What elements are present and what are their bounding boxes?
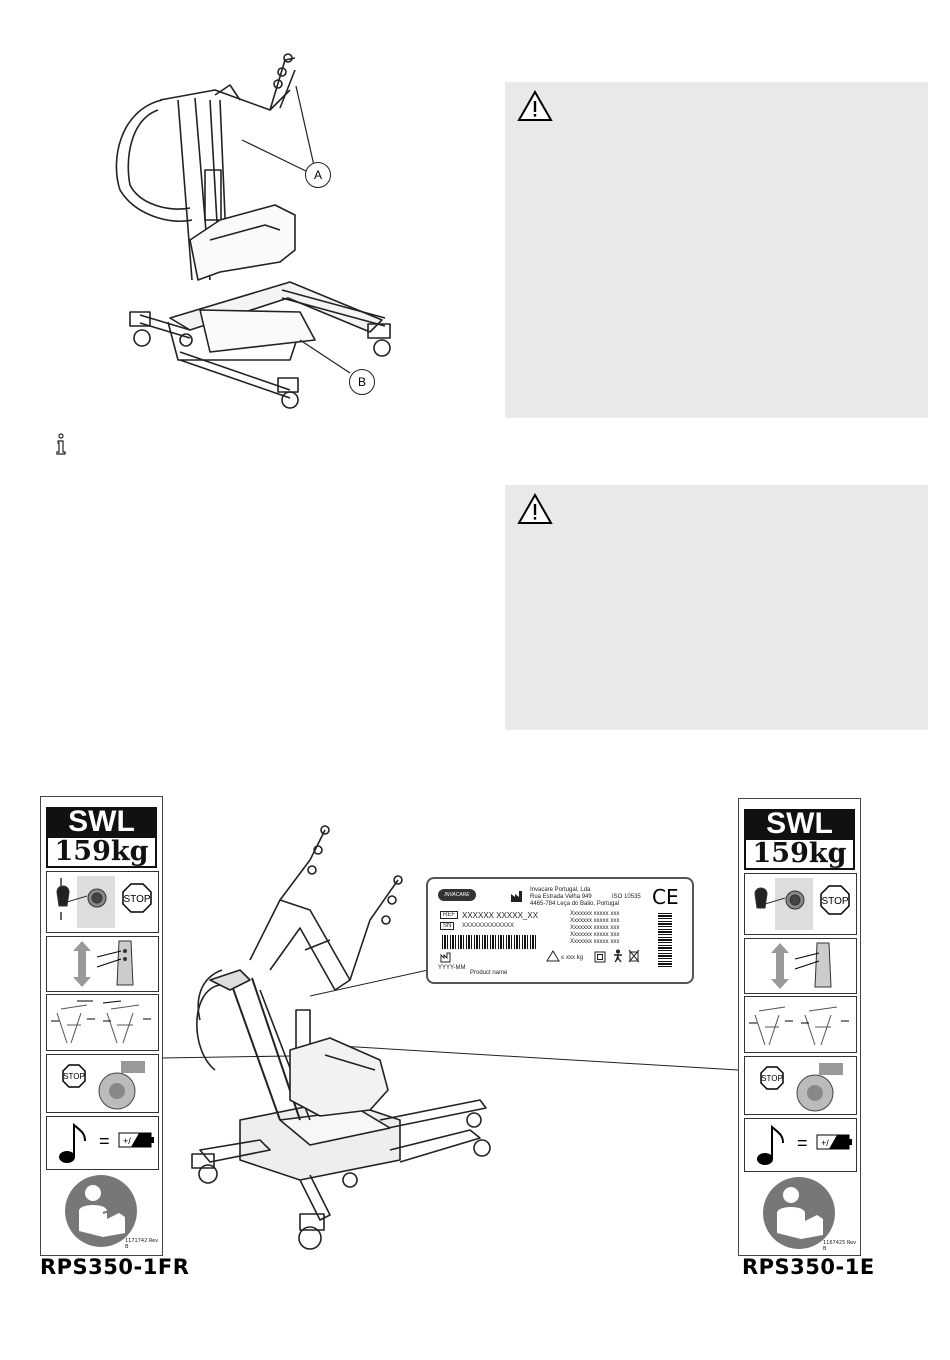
read-manual-icon	[761, 1175, 837, 1251]
type-b-icon	[614, 949, 622, 963]
swl-value: 159kg	[744, 838, 855, 870]
svg-text:+/: +/	[123, 1136, 131, 1146]
spec-line: Xxxxxxx xxxxx xxx	[570, 939, 620, 945]
label-strip-right: SWL 159kg STOP ST	[738, 798, 861, 1256]
charge-panel: = +/	[46, 1116, 159, 1170]
equals-sign: =	[99, 1131, 110, 1151]
lift-illustration-bottom	[161, 825, 739, 1250]
charge-panel: = +/	[744, 1118, 857, 1172]
manufacturer-line-1: Invacare Portugal, Lda	[530, 887, 591, 893]
spec-line: Xxxxxxx xxxxx xxx	[570, 932, 620, 938]
weee-icon	[628, 949, 640, 963]
iso-standard: ISO 10535	[612, 894, 641, 900]
leg-width-panel	[744, 996, 857, 1053]
barcode	[442, 935, 538, 949]
max-load: ≤ xxx kg	[561, 955, 583, 961]
stop-sign-text: STOP	[761, 1074, 783, 1083]
manufacture-date: YYYY-MM	[438, 965, 466, 971]
warning-triangle-icon	[517, 90, 553, 121]
manufacturer-line-3: 4465-784 Leça do Balio, Portugal	[530, 901, 620, 907]
ce-mark: CE	[652, 885, 679, 909]
label-code: 1167425 Rev B	[823, 1240, 857, 1252]
max-load-icon	[546, 950, 560, 962]
lift-illustration-top	[115, 53, 391, 409]
brake-panel: STOP	[46, 1054, 159, 1113]
manufacturer-icon	[511, 891, 522, 902]
stop-sign-text: STOP	[63, 1072, 85, 1081]
warning-triangle-icon	[517, 493, 553, 524]
product-name: Product name	[470, 970, 508, 976]
sn-tag: SN	[440, 922, 455, 930]
model-name-right: RPS350-1E	[742, 1255, 875, 1279]
label-strip-left: SWL 159kg STOP	[40, 796, 163, 1256]
info-icon	[56, 433, 66, 455]
stop-sign-text: STOP	[821, 896, 848, 907]
sn-value: XXXXXXXXXXXXX	[462, 923, 515, 929]
stop-sign-text: STOP	[123, 894, 150, 905]
emergency-stop-panel: STOP	[46, 871, 159, 933]
ref-tag: REF	[440, 911, 458, 919]
svg-text:+/: +/	[821, 1138, 829, 1148]
label-code: 1171742 Rev B	[125, 1238, 159, 1250]
spec-line: Xxxxxxx xxxxx xxx	[570, 918, 620, 924]
up-down-panel	[46, 936, 159, 992]
product-label: INVACARE Invacare Portugal, Lda Rua Estr…	[426, 877, 694, 984]
spec-line: Xxxxxxx xxxxx xxx	[570, 911, 620, 917]
swl-title: SWL	[46, 807, 157, 837]
brand-logo: INVACARE	[438, 889, 476, 901]
double-insulation-icon	[594, 951, 606, 963]
leg-width-panel	[46, 994, 159, 1051]
up-down-panel	[744, 938, 857, 994]
spec-line: Xxxxxxx xxxxx xxx	[570, 925, 620, 931]
vertical-barcode	[658, 911, 672, 967]
warning-box-1	[505, 82, 928, 418]
callout-a: A	[305, 162, 331, 188]
swl-title: SWL	[744, 809, 855, 839]
brake-panel: STOP	[744, 1056, 857, 1115]
callout-b: B	[349, 369, 375, 395]
ref-value: XXXXXX XXXXX_XX	[462, 911, 539, 920]
emergency-stop-panel: STOP	[744, 873, 857, 935]
manufacture-date-icon	[440, 952, 451, 963]
warning-box-2	[505, 485, 928, 730]
swl-value: 159kg	[46, 836, 157, 868]
model-name-left: RPS350-1FR	[40, 1255, 190, 1279]
equals-sign: =	[797, 1133, 808, 1153]
read-manual-icon	[63, 1173, 139, 1249]
manufacturer-line-2: Rua Estrada Velha 949	[530, 894, 592, 900]
